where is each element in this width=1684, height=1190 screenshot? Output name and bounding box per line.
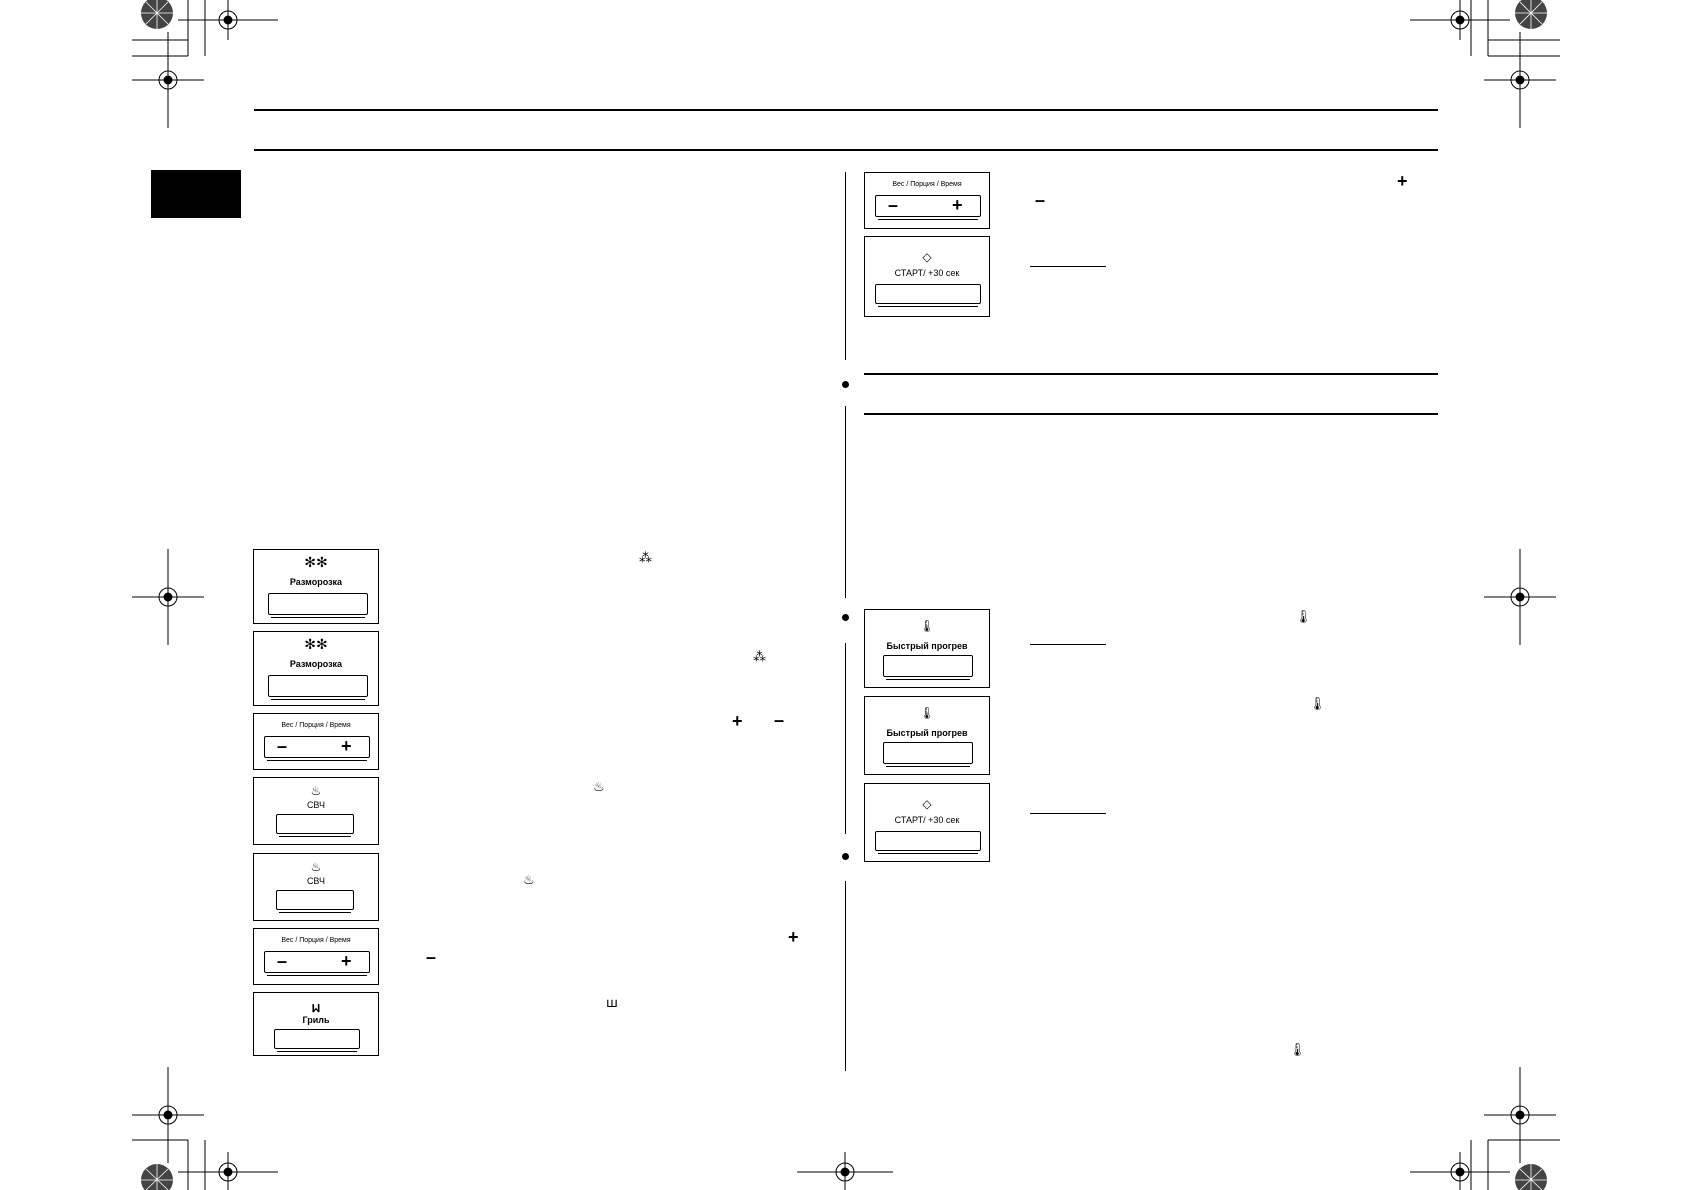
column-divider-1: [845, 172, 846, 360]
quick-heat-label: Быстрый прогрев: [886, 728, 968, 738]
plus-icon[interactable]: +: [952, 195, 963, 215]
quick-heat-panel: 🌡 Быстрый прогрев: [864, 696, 990, 775]
minus-icon[interactable]: –: [277, 736, 288, 756]
minus-icon[interactable]: –: [888, 195, 899, 215]
thermometer-icon: 🌡: [1289, 1042, 1306, 1057]
note-rule: [1030, 266, 1106, 267]
microwave-label: СВЧ: [306, 876, 326, 886]
weight-panel: Вес / Порция / Время – +: [253, 713, 379, 770]
column-divider-2: [845, 406, 846, 598]
grill-panel: ᥕ Гриль: [253, 992, 379, 1056]
minus-icon[interactable]: –: [277, 951, 288, 971]
quick-heat-button[interactable]: [883, 742, 973, 767]
defrost-icon: ✻✻: [304, 636, 328, 652]
bullet-dot: [842, 381, 849, 388]
minus-icon: –: [426, 947, 437, 967]
grill-icon: ꟺ: [606, 995, 618, 1010]
defrost-label: Разморозка: [289, 577, 343, 587]
weight-label: Вес / Порция / Время: [892, 181, 962, 188]
section-rule-top: [864, 373, 1438, 375]
microwave-icon: ♨: [310, 860, 322, 874]
note-rule: [1030, 644, 1106, 645]
defrost-button[interactable]: [268, 593, 368, 618]
minus-icon: –: [774, 710, 785, 730]
defrost-icon: ⁂: [753, 649, 766, 664]
bullet-dot: [842, 853, 849, 860]
start-icon: ◇: [922, 250, 932, 264]
microwave-label: СВЧ: [306, 800, 326, 810]
column-divider-3: [845, 643, 846, 834]
weight-label: Вес / Порция / Время: [281, 722, 351, 729]
bullet-dot: [842, 614, 849, 621]
defrost-button[interactable]: [268, 675, 368, 700]
start-button[interactable]: [875, 831, 981, 854]
microwave-icon: ♨: [593, 779, 605, 794]
quick-heat-panel: 🌡 Быстрый прогрев: [864, 609, 990, 688]
plus-icon: +: [788, 927, 799, 947]
grill-label: Гриль: [302, 1015, 330, 1025]
header-rule-bottom: [254, 149, 1438, 151]
note-rule: [1030, 813, 1106, 814]
microwave-panel: ♨ СВЧ: [253, 853, 379, 921]
microwave-panel: ♨ СВЧ: [253, 777, 379, 845]
weight-label: Вес / Порция / Время: [281, 937, 351, 944]
thermometer-icon: 🌡: [919, 706, 935, 720]
thermometer-icon: 🌡: [1309, 696, 1326, 711]
thermometer-icon: 🌡: [919, 619, 935, 633]
start-panel: ◇ СТАРТ/ +30 сек: [864, 236, 990, 317]
plus-icon[interactable]: +: [341, 951, 352, 971]
start-icon: ◇: [922, 797, 932, 811]
defrost-icon: ✻✻: [304, 554, 328, 570]
weight-panel: Вес / Порция / Время – +: [253, 928, 379, 985]
thermometer-icon: 🌡: [1295, 609, 1312, 624]
defrost-icon: ⁂: [639, 550, 652, 565]
language-tab: [151, 170, 241, 218]
defrost-panel: ✻✻ Разморозка: [253, 549, 379, 624]
weight-dial[interactable]: – +: [875, 195, 981, 220]
quick-heat-label: Быстрый прогрев: [886, 641, 968, 651]
weight-dial[interactable]: – +: [264, 951, 370, 976]
plus-icon[interactable]: +: [341, 736, 352, 756]
header-rule-top: [254, 109, 1438, 111]
start-label: СТАРТ/ +30 сек: [894, 815, 960, 825]
plus-icon: +: [732, 711, 743, 731]
start-button[interactable]: [875, 284, 981, 307]
defrost-panel: ✻✻ Разморозка: [253, 631, 379, 706]
start-label: СТАРТ/ +30 сек: [894, 268, 960, 278]
microwave-icon: ♨: [310, 784, 322, 798]
plus-icon: +: [1397, 171, 1408, 191]
quick-heat-button[interactable]: [883, 655, 973, 680]
section-rule-bottom: [864, 413, 1438, 415]
microwave-button[interactable]: [276, 814, 354, 837]
microwave-icon: ♨: [523, 872, 535, 887]
weight-panel: Вес / Порция / Время – +: [864, 172, 990, 229]
weight-dial[interactable]: – +: [264, 736, 370, 761]
column-divider-4: [845, 881, 846, 1071]
minus-icon: –: [1035, 190, 1046, 210]
grill-button[interactable]: [274, 1029, 360, 1052]
defrost-label: Разморозка: [289, 659, 343, 669]
grill-icon: ᥕ: [311, 999, 321, 1015]
start-panel: ◇ СТАРТ/ +30 сек: [864, 783, 990, 862]
microwave-button[interactable]: [276, 890, 354, 913]
